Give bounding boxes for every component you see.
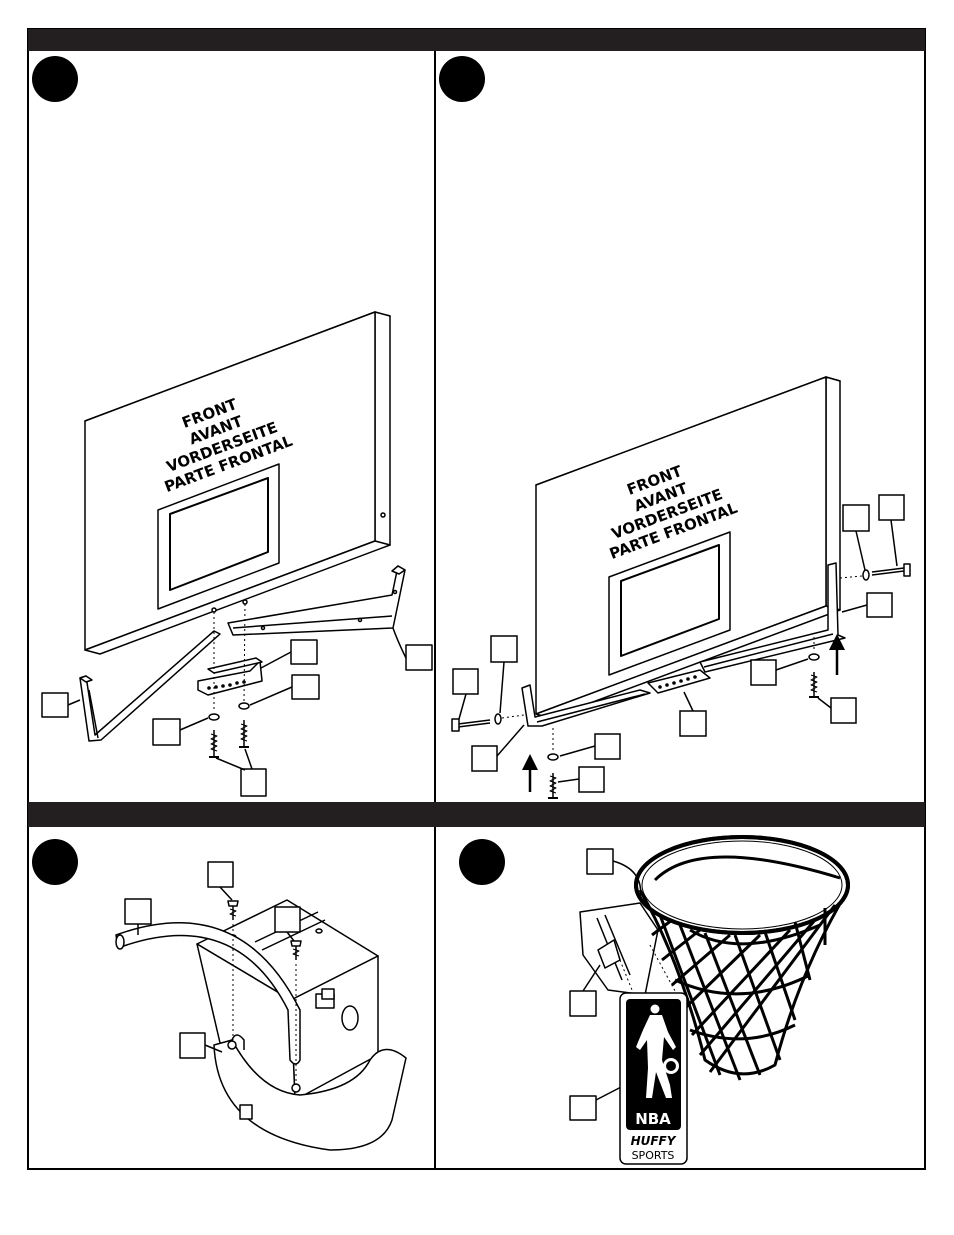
step-circle-4 [459, 839, 505, 885]
target-square-2-outer [608, 531, 731, 676]
callout-box [830, 697, 857, 724]
screw-3a [227, 900, 239, 920]
bottom-hole [211, 607, 217, 613]
lift-arrow-left [522, 754, 538, 792]
logo-brand: NBA [635, 1110, 671, 1128]
bolt-right [871, 563, 911, 577]
callout-box [569, 1095, 597, 1121]
screw-1b [239, 720, 249, 748]
bolt-left [451, 718, 491, 732]
callout-box [291, 674, 320, 700]
backboard-1-side-edge [374, 311, 391, 546]
callout-box [152, 718, 181, 746]
callout-box [569, 990, 597, 1017]
target-square-1-outer [157, 463, 280, 610]
callout-box [41, 692, 69, 718]
plate-holes [207, 680, 246, 690]
logo-maker-line1: HUFFY [631, 1134, 677, 1148]
washer-1b [238, 702, 250, 710]
backboard-1-bottom-edge [84, 540, 391, 655]
backboard-1-hole [380, 512, 386, 518]
left-bracket-1-lip [79, 675, 93, 683]
bottom-hole [242, 599, 248, 605]
callout-box [490, 635, 518, 663]
panel-4-illustration [569, 835, 850, 1121]
callout-box [207, 861, 234, 888]
callout-box [179, 1032, 206, 1059]
plate-holes [658, 675, 697, 689]
callout-box [290, 639, 318, 665]
basketball-net [638, 855, 850, 1081]
header-bar-top [28, 29, 925, 51]
rim-tube [115, 922, 301, 1065]
step-circle-1 [32, 56, 78, 102]
screw-2a [548, 773, 558, 799]
screw-2b [809, 672, 819, 698]
callout-box [124, 898, 152, 925]
target-square-1-inner [169, 477, 269, 591]
lift-arrow-right [829, 634, 845, 675]
callout-box [878, 494, 905, 521]
panel-2-callouts [452, 494, 905, 793]
callout-box [866, 592, 893, 618]
step-circle-2 [439, 56, 485, 102]
callout-box [274, 906, 301, 933]
callout-box [594, 733, 621, 760]
washer-2a [547, 753, 559, 761]
panel-1-illustration [41, 311, 433, 797]
panel-2-illustration [451, 376, 911, 799]
callout-box [240, 768, 267, 797]
washer-2-right [862, 569, 870, 581]
callout-box [586, 848, 614, 875]
bottom-rail-right [699, 562, 846, 673]
center-plate-1-top [207, 657, 263, 674]
callout-box [679, 710, 707, 737]
screw-1a [209, 730, 219, 758]
bottom-rail-left [521, 684, 651, 727]
callout-box [405, 644, 433, 671]
callout-box [842, 504, 870, 532]
washer-2b [808, 653, 820, 661]
left-bracket-1 [79, 630, 221, 742]
logo-maker-line2: SPORTS [632, 1149, 675, 1162]
washer-1a [208, 713, 220, 721]
center-plate-1 [197, 660, 263, 696]
step-circle-3 [32, 839, 78, 885]
washer-2-left [494, 713, 502, 725]
nba-huffy-logo: NBA HUFFY SPORTS [619, 992, 688, 1165]
callout-box [471, 745, 498, 772]
panel-3-illustration [115, 861, 407, 1151]
callout-box [578, 766, 605, 793]
lower-guard [213, 1039, 407, 1151]
header-bar-middle [28, 802, 925, 827]
callout-box [452, 668, 479, 695]
right-bracket-1-lip [391, 565, 406, 575]
callout-box [750, 659, 777, 686]
screw-3b [290, 940, 302, 960]
target-square-2-inner [620, 544, 720, 657]
